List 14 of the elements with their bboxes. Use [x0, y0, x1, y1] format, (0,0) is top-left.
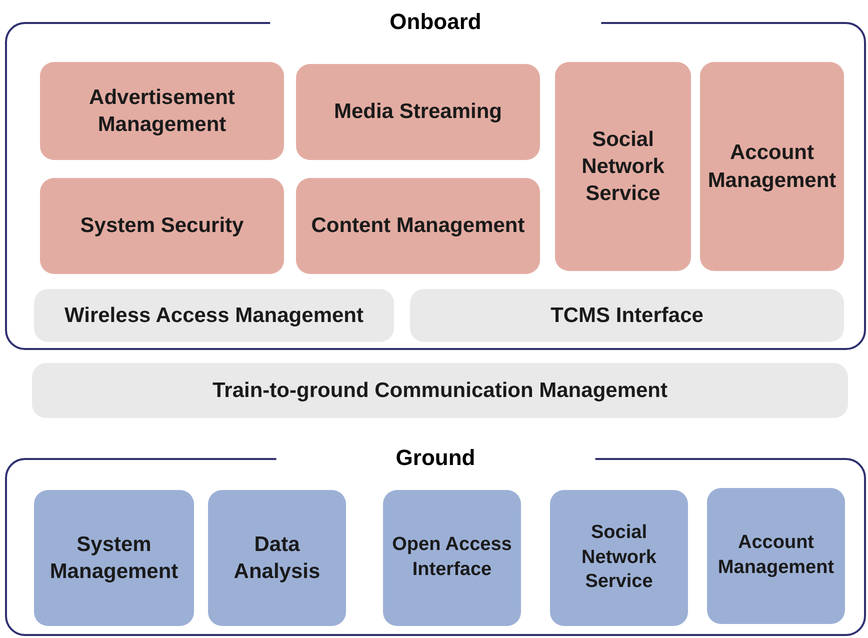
service-module-box: Advertisement Management	[40, 62, 284, 160]
ground-module-box: System Management	[34, 490, 194, 626]
service-module-box: System Security	[40, 178, 284, 274]
ground-module-box: Account Management	[707, 488, 845, 624]
interface-bar: TCMS Interface	[410, 289, 844, 342]
ground-module-box: Social Network Service	[550, 490, 688, 626]
ground-module-box: Open Access Interface	[383, 490, 521, 626]
ground-module-box: Data Analysis	[208, 490, 346, 626]
interface-bar: Train-to-ground Communication Management	[32, 363, 848, 418]
service-module-box: Media Streaming	[296, 64, 540, 160]
service-module-box: Social Network Service	[555, 62, 691, 271]
interface-bar: Wireless Access Management	[34, 289, 394, 342]
service-module-box: Content Management	[296, 178, 540, 274]
service-module-box: Account Management	[700, 62, 844, 271]
